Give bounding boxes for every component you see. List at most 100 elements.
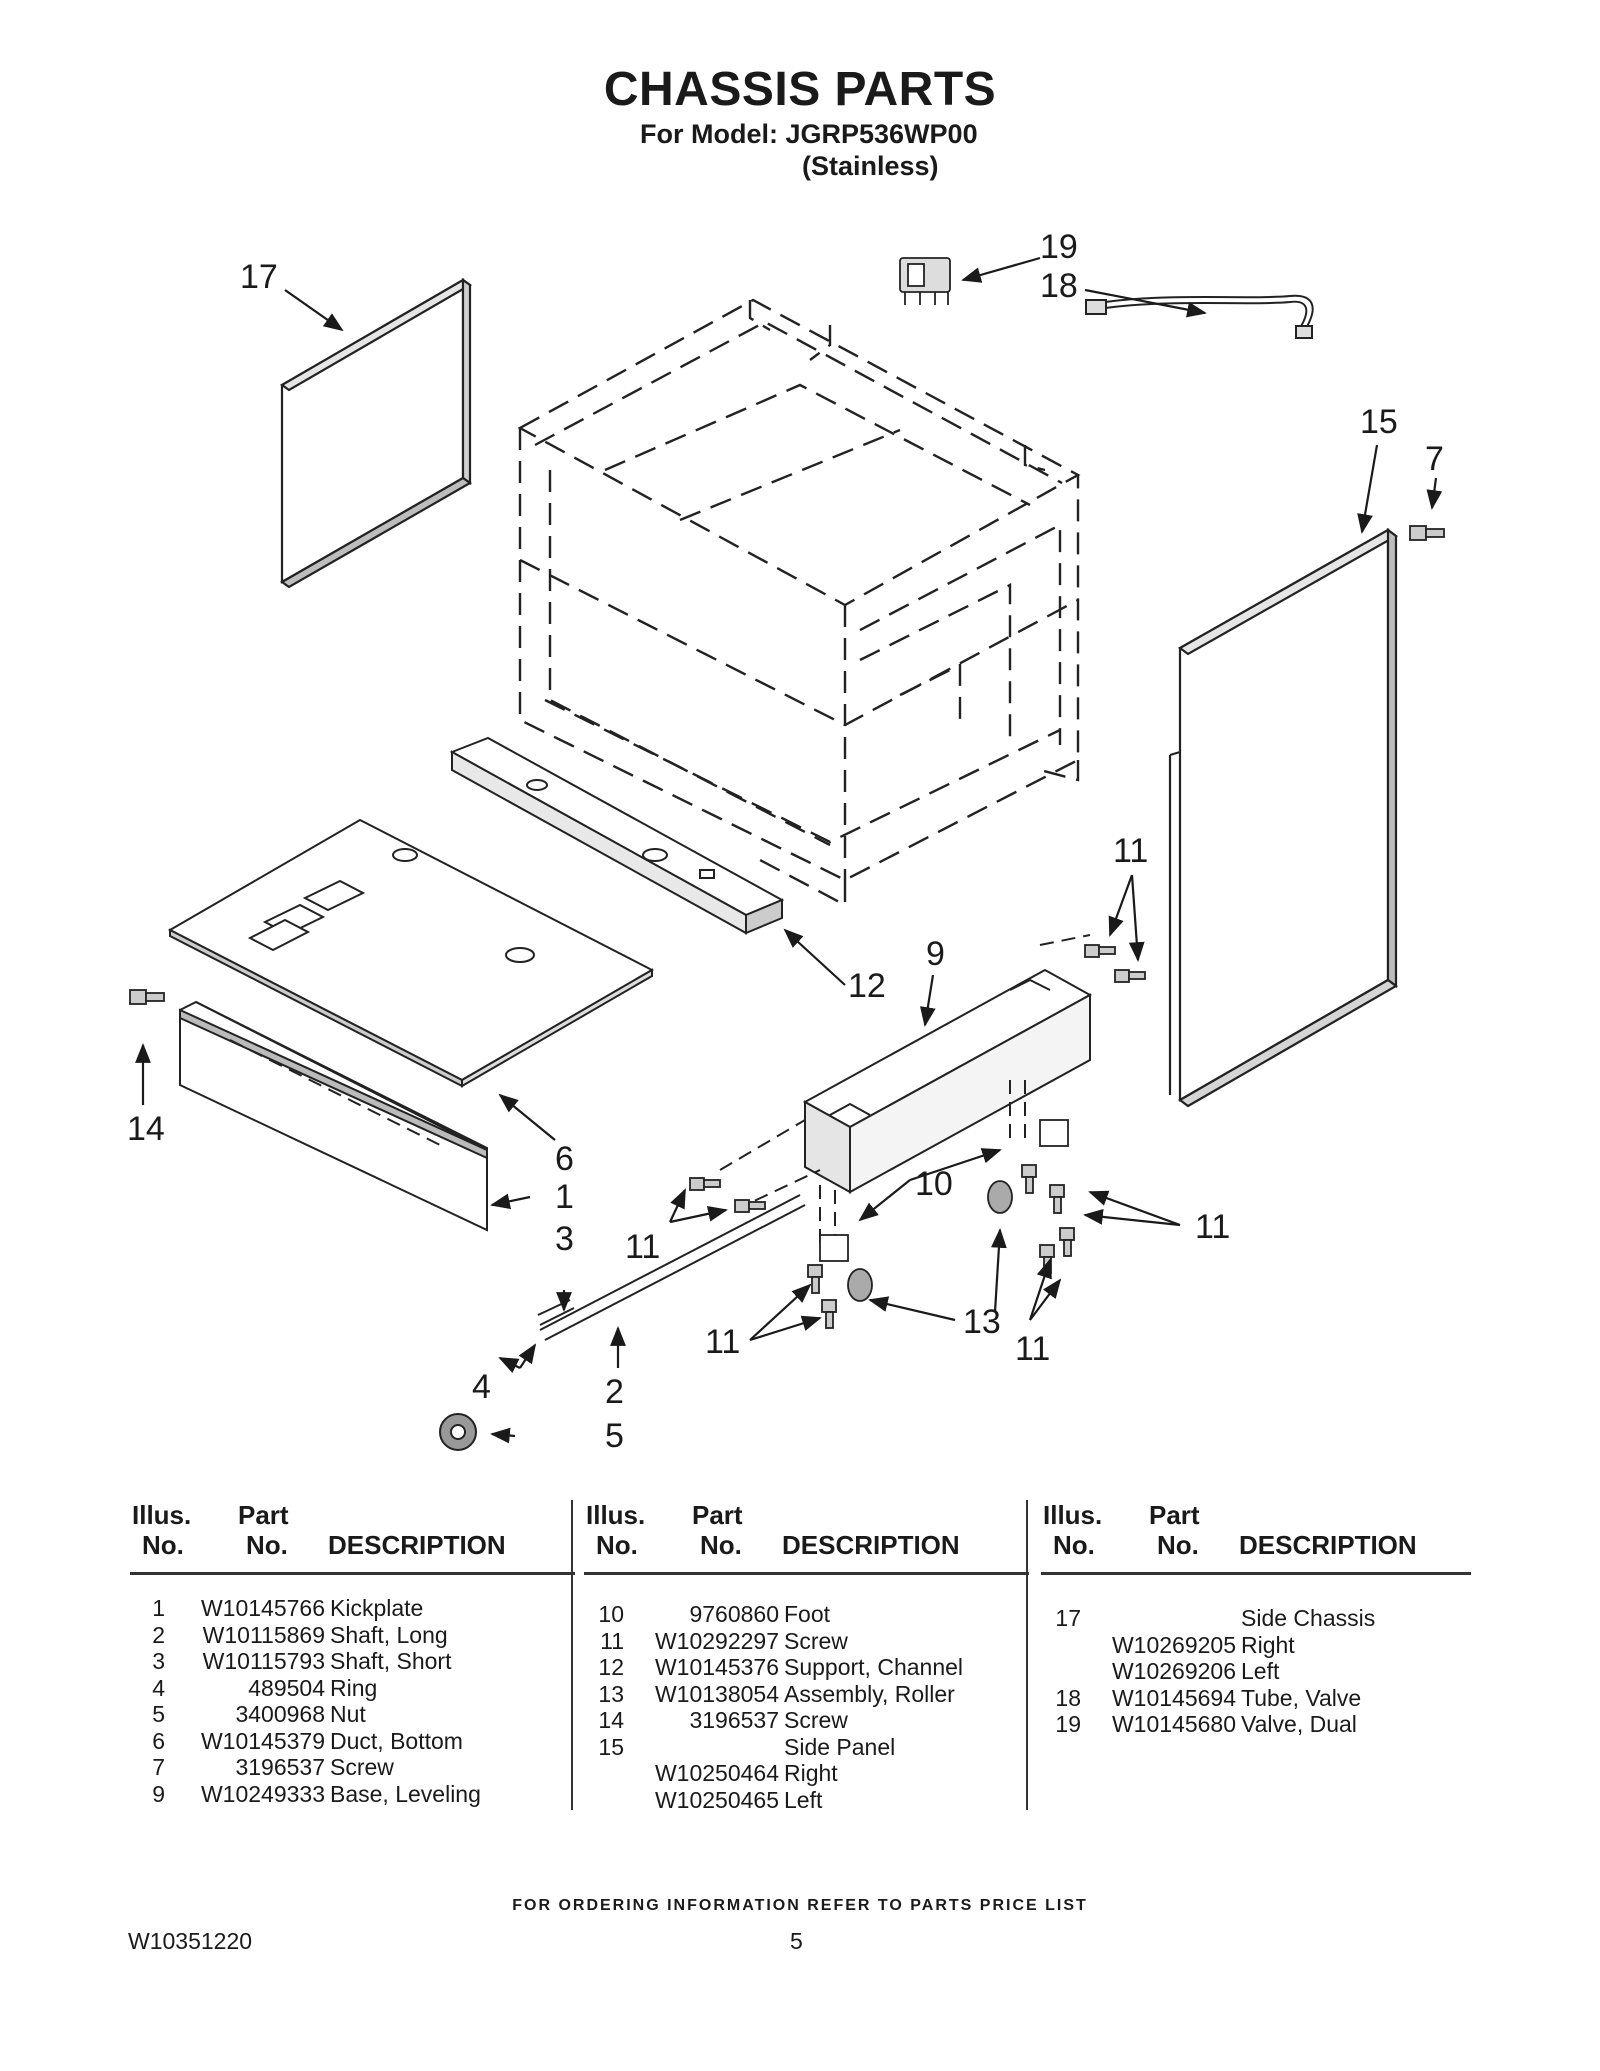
description: Kickplate xyxy=(330,1595,424,1621)
column-divider-2 xyxy=(1026,1500,1028,1810)
callout-15: 15 xyxy=(1360,403,1398,441)
part-no: W10145376 xyxy=(654,1654,779,1680)
part-no: W10145766 xyxy=(200,1595,325,1621)
illus-no: 1 xyxy=(152,1595,165,1621)
callout-10: 10 xyxy=(915,1165,953,1203)
description: Tube, Valve xyxy=(1241,1684,1362,1711)
illus-no: 13 xyxy=(598,1680,624,1707)
callout-5: 5 xyxy=(605,1417,624,1455)
description: Base, Leveling xyxy=(330,1780,481,1807)
illus-no: 17 xyxy=(1055,1605,1081,1631)
part-no: W10249333 xyxy=(200,1780,325,1807)
screw-11a xyxy=(1084,944,1116,958)
description: Ring xyxy=(330,1674,378,1701)
description-header: DESCRIPTION xyxy=(782,1530,960,1560)
part-no: 3196537 xyxy=(235,1754,325,1780)
bottom-duct-panel xyxy=(167,818,655,1088)
exploded-parts-diagram: 17 19 18 15 7 11 9 12 14 6 1 3 11 10 11 … xyxy=(127,228,1445,1455)
illus-header-2: No. xyxy=(1053,1530,1095,1560)
kickplate xyxy=(179,1000,488,1232)
description: Screw xyxy=(784,1707,848,1733)
part-no: W10115793 xyxy=(202,1648,325,1674)
illus-no: 2 xyxy=(152,1621,165,1648)
part-no: W10250464 xyxy=(654,1760,779,1786)
description: Screw xyxy=(330,1754,394,1780)
illus-no: 10 xyxy=(598,1601,624,1627)
part-no: W10250465 xyxy=(654,1786,779,1813)
column-header: Illus. No. Part No. DESCRIPTION xyxy=(1041,1500,1471,1575)
description: Left xyxy=(784,1786,823,1813)
description: Right xyxy=(784,1760,838,1786)
callout-3: 3 xyxy=(555,1220,574,1258)
description: Shaft, Short xyxy=(330,1648,452,1674)
part-no: W10145694 xyxy=(1111,1684,1236,1711)
illus-no: 9 xyxy=(152,1780,165,1807)
callout-7: 7 xyxy=(1425,440,1444,478)
description: Right xyxy=(1241,1631,1295,1658)
description: Assembly, Roller xyxy=(784,1680,955,1707)
side-chassis-panel xyxy=(279,277,473,589)
part-no: 3400968 xyxy=(235,1701,325,1727)
page-number: 5 xyxy=(790,1928,803,1954)
part-header-1: Part xyxy=(692,1500,743,1530)
illus-no: 6 xyxy=(152,1727,165,1754)
illus-header-1: Illus. xyxy=(132,1500,192,1530)
screw-11d xyxy=(734,1199,766,1213)
description: Foot xyxy=(784,1601,831,1627)
description: Left xyxy=(1241,1658,1280,1684)
callout-6: 6 xyxy=(555,1140,574,1178)
part-no: W10269206 xyxy=(1111,1658,1236,1684)
valve-tube xyxy=(1085,294,1314,339)
description: Side Chassis xyxy=(1241,1605,1376,1631)
column-divider-1 xyxy=(571,1500,573,1810)
leveling-base xyxy=(802,968,1093,1194)
part-no: 3196537 xyxy=(689,1707,779,1733)
callout-13: 13 xyxy=(963,1303,1001,1341)
illus-header-2: No. xyxy=(142,1530,184,1560)
illus-no: 7 xyxy=(152,1754,165,1780)
callout-19: 19 xyxy=(1040,228,1078,266)
callout-11-top: 11 xyxy=(1113,832,1148,870)
illus-no: 5 xyxy=(152,1701,165,1727)
callout-11-bottom-left: 11 xyxy=(705,1323,740,1361)
part-no: W10292297 xyxy=(654,1627,779,1654)
part-no: 9760860 xyxy=(689,1601,779,1627)
illus-no: 3 xyxy=(152,1648,165,1674)
document-number: W10351220 xyxy=(128,1928,253,1954)
callout-14: 14 xyxy=(127,1110,165,1148)
callout-11-left: 11 xyxy=(625,1228,660,1266)
illus-header-1: Illus. xyxy=(586,1500,646,1530)
callout-11-right: 11 xyxy=(1195,1208,1230,1246)
oven-cavity-outline xyxy=(517,298,1081,907)
side-panel xyxy=(1168,527,1399,1108)
ring-nut xyxy=(439,1413,477,1451)
callout-17: 17 xyxy=(240,258,278,296)
illus-no: 18 xyxy=(1055,1684,1081,1711)
description-header: DESCRIPTION xyxy=(1239,1530,1417,1560)
description: Side Panel xyxy=(784,1733,896,1760)
column-header: Illus. No. Part No. DESCRIPTION xyxy=(584,1500,1029,1575)
finish-line: (Stainless) xyxy=(802,151,939,181)
description: Nut xyxy=(330,1701,366,1727)
callout-1: 1 xyxy=(555,1178,574,1216)
illus-no: 14 xyxy=(598,1707,624,1733)
part-no: W10269205 xyxy=(1111,1631,1236,1658)
callout-9: 9 xyxy=(926,935,945,973)
